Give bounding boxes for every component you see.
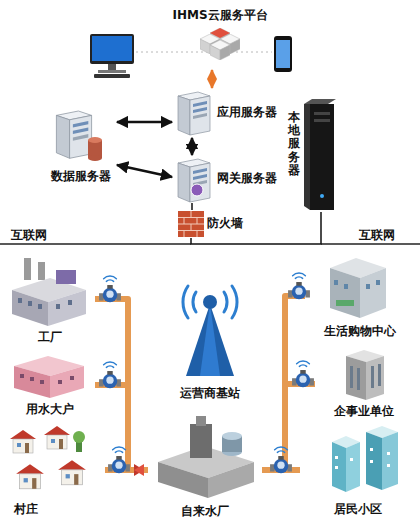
node-label: 运营商基站 [179, 386, 241, 400]
connector-arrow [211, 70, 214, 88]
node-label: 防火墙 [206, 216, 244, 230]
connector-arrow [117, 165, 172, 177]
water-meter [292, 361, 314, 387]
node-label: IHMS云服务平台 [171, 8, 268, 22]
node-label: 网关服务器 [216, 171, 278, 185]
site-node: 企事业单位 [315, 344, 412, 420]
office-illustration [346, 350, 384, 400]
network-label: 互联网 [10, 228, 48, 242]
connector-arrow [191, 203, 193, 210]
water-meter [270, 447, 292, 473]
residential-illustration [332, 426, 398, 492]
node-label: 居民小区 [333, 502, 383, 516]
site-node: 居民小区 [300, 422, 415, 518]
base-station-node: 运营商基站 [168, 276, 252, 402]
site-node: 村庄 [5, 422, 105, 518]
site-node: 生活购物中心 [305, 250, 415, 340]
connector-arrow [191, 212, 321, 244]
village-illustration [10, 426, 86, 489]
server-node: 数据服务器 [45, 105, 117, 185]
valve-symbol [134, 464, 144, 476]
firewall-node: 防火墙 [176, 210, 252, 238]
node-label: 本地服务器 [288, 110, 300, 178]
node-label: 村庄 [13, 502, 39, 516]
node-label: 生活购物中心 [323, 324, 397, 338]
node-label: 应用服务器 [216, 105, 278, 119]
water-meter [108, 447, 130, 473]
server-icon [56, 111, 102, 161]
mall-illustration [330, 258, 386, 318]
tower-illustration [183, 286, 237, 376]
waterworks-illustration [158, 416, 254, 498]
site-node: 用水大户 [5, 350, 95, 418]
factory-illustration [12, 258, 86, 326]
firewall-icon [178, 211, 204, 237]
server-node: 网关服务器 [172, 155, 282, 203]
node-label: 用水大户 [25, 402, 75, 416]
server-tower-node: 本地服务器 [286, 96, 338, 212]
cloud-platform: IHMS云服务平台 [165, 6, 275, 70]
building-illustration [14, 356, 84, 398]
network-label: 互联网 [358, 228, 396, 242]
cloud-icon [200, 28, 240, 60]
node-label: 工厂 [37, 330, 63, 344]
dotted-link [136, 52, 272, 53]
water-meter [99, 362, 121, 388]
water-meter [99, 276, 121, 302]
connector-arrow [117, 121, 172, 124]
server-tower [304, 99, 336, 210]
node-label: 自来水厂 [180, 504, 230, 518]
water-pipe [262, 384, 315, 470]
server-icon [178, 159, 210, 202]
node-label: 数据服务器 [50, 169, 112, 183]
server-icon [178, 92, 210, 135]
site-node: 工厂 [5, 252, 95, 346]
server-node: 应用服务器 [172, 88, 282, 138]
water-pipe [95, 299, 148, 470]
phone-icon [274, 36, 292, 72]
connector-arrow [191, 138, 194, 155]
computer-icon [90, 34, 134, 78]
water-meter [288, 273, 310, 299]
waterworks-node: 自来水厂 [148, 412, 262, 520]
node-label: 企事业单位 [333, 404, 395, 418]
